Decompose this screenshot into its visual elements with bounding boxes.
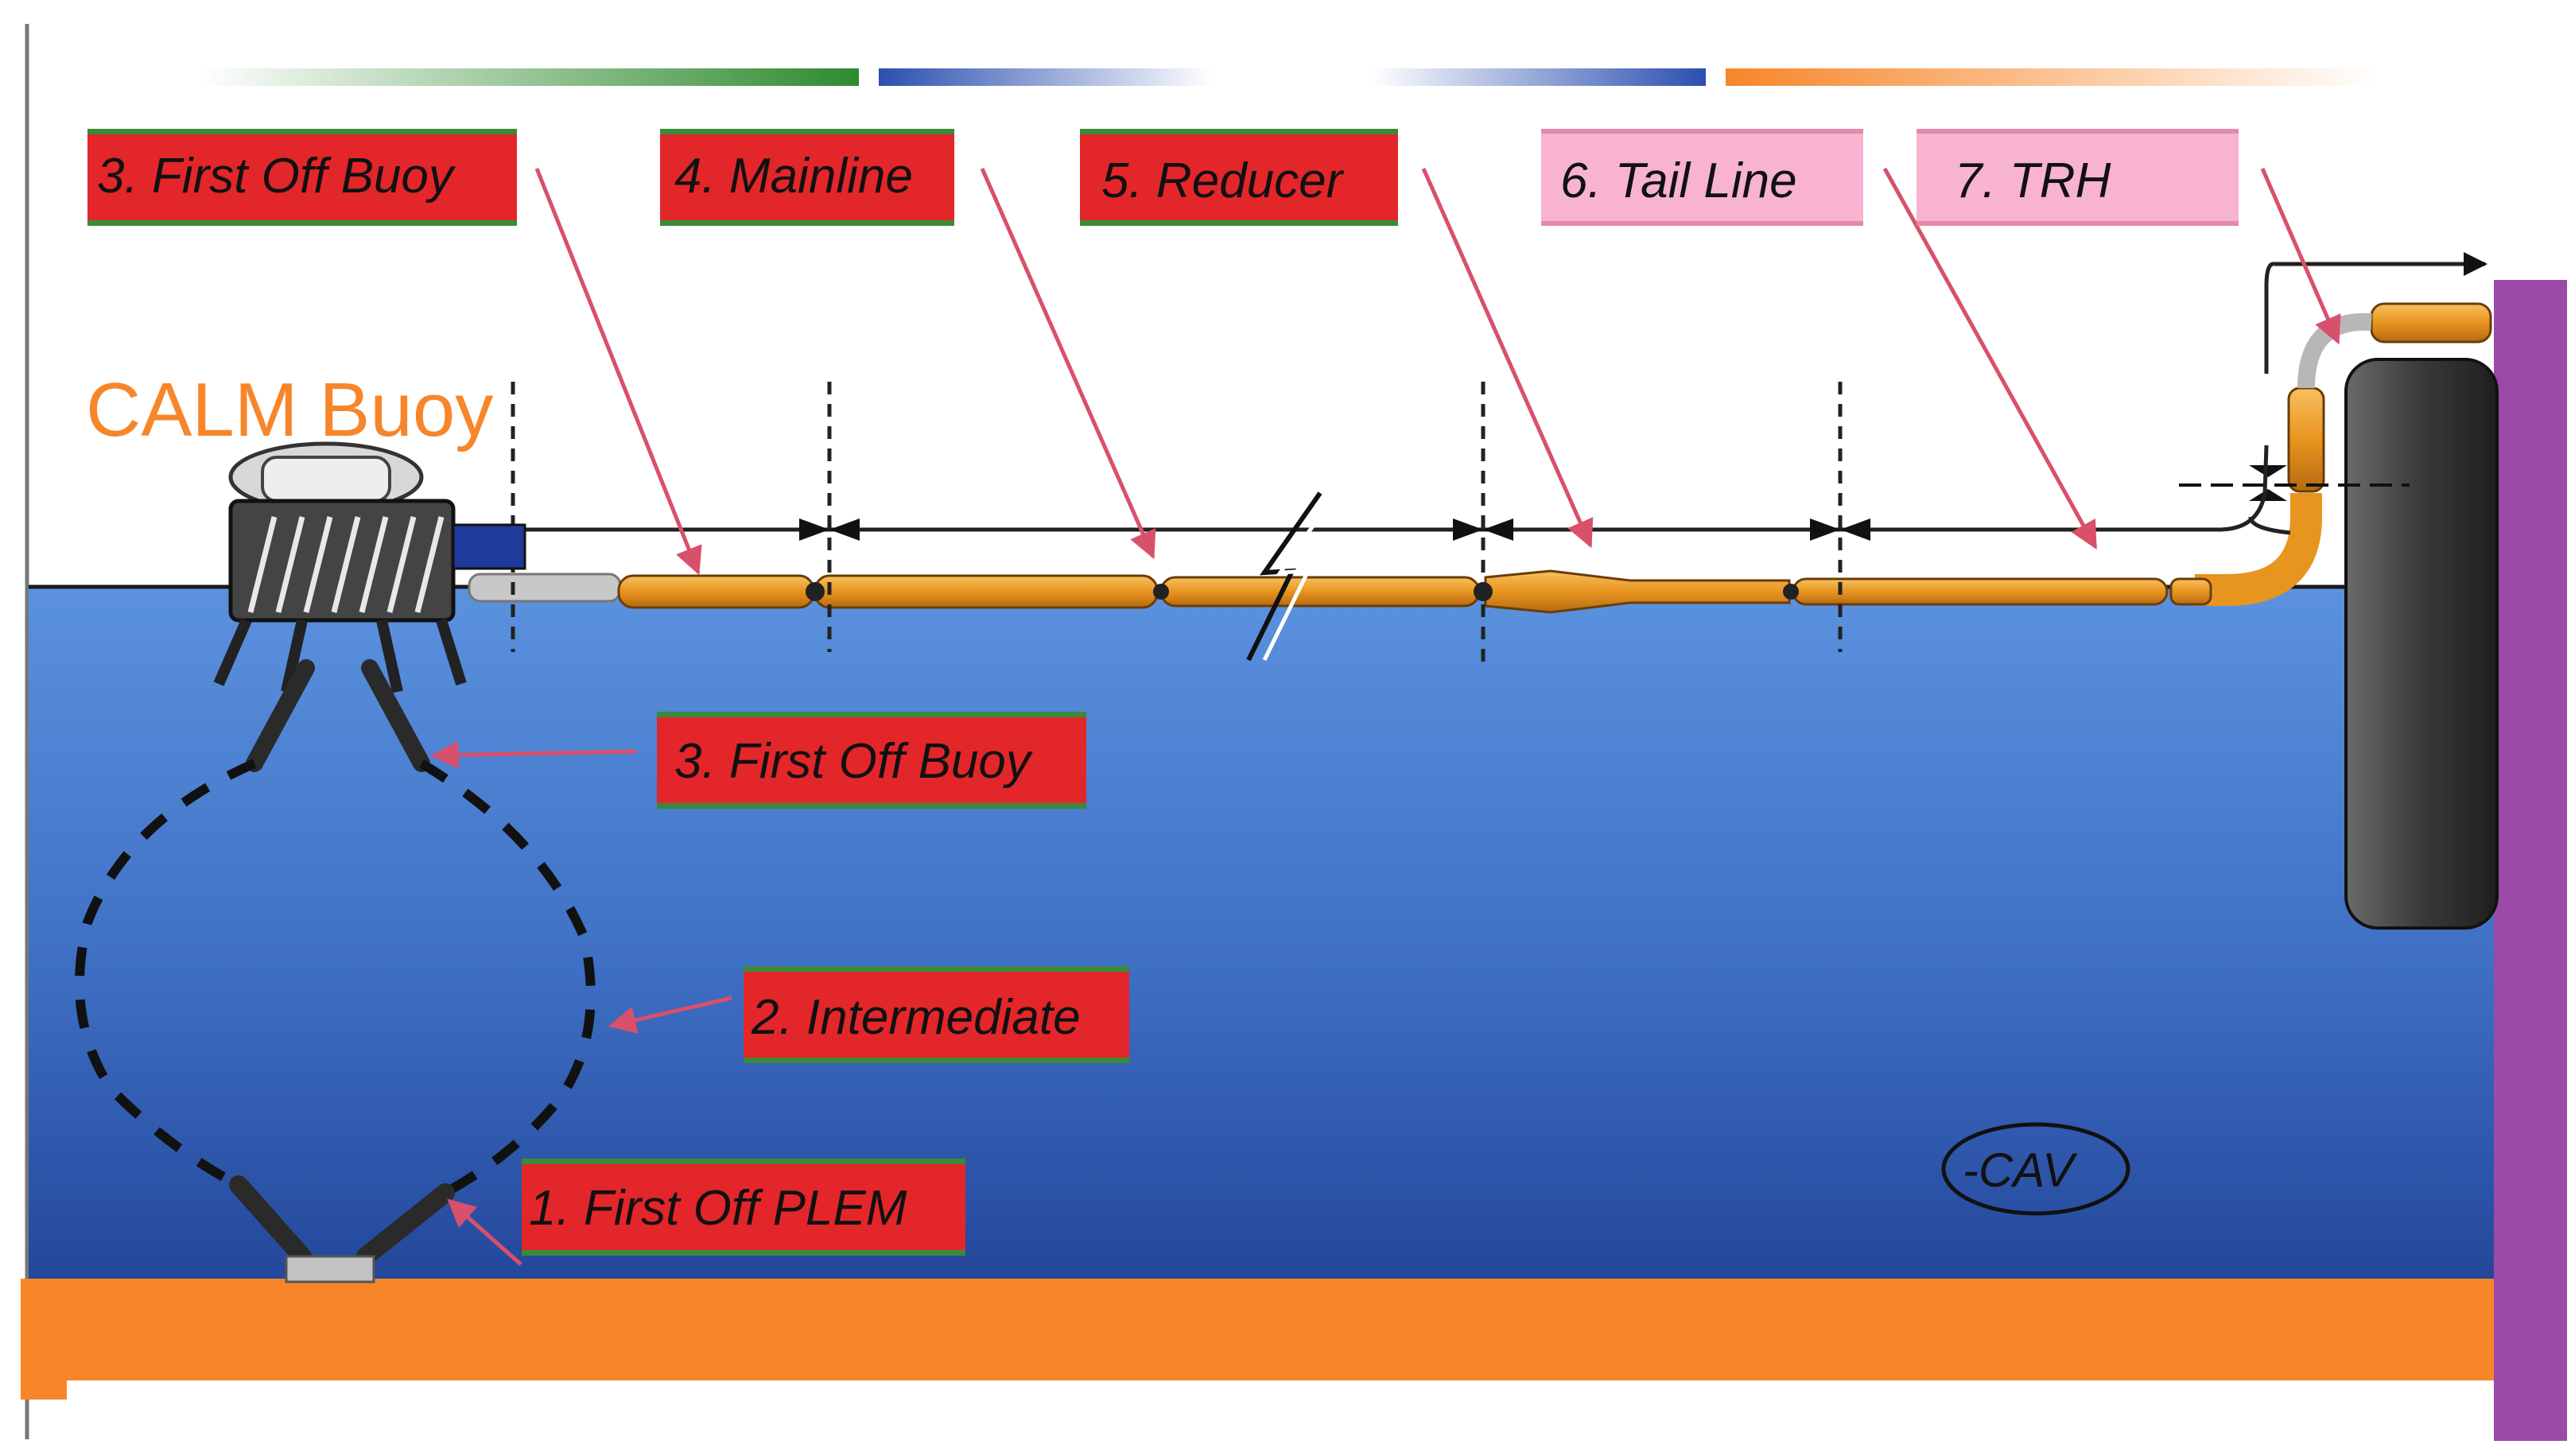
top-color-bars <box>199 68 2378 86</box>
label-mainline: 4. Mainline <box>660 129 954 226</box>
label-text-mainline: 4. Mainline <box>674 149 913 204</box>
label-text-first-off-buoy-top: 3. First Off Buoy <box>97 149 456 204</box>
label-text-tail-line: 6. Tail Line <box>1560 153 1797 208</box>
leader-first-off-buoy-sub <box>430 740 637 769</box>
cav-text: -CAV <box>1963 1143 2078 1197</box>
leader-tail-line <box>1882 167 2098 550</box>
valve-icon <box>2249 465 2287 501</box>
valve-icon <box>799 518 860 541</box>
valve-icon <box>1453 518 1513 541</box>
messenger-line <box>505 445 2269 532</box>
top-bar-orange <box>1726 68 2378 86</box>
label-text-trh: 7. TRH <box>1955 153 2111 208</box>
label-text-first-off-plem: 1. First Off PLEM <box>529 1181 907 1236</box>
label-reducer: 5. Reducer <box>1080 129 1398 226</box>
top-bar-blue-right <box>1372 68 1706 86</box>
leader-first-off-plem <box>447 1198 522 1266</box>
break-marker-icon <box>1246 491 1338 662</box>
leader-mainline <box>980 167 1156 560</box>
leader-intermediate <box>608 996 732 1034</box>
cav-marker: -CAV <box>1941 1122 2130 1216</box>
plem-base <box>285 1255 375 1283</box>
seabed-band-tab <box>21 1380 67 1400</box>
leader-first-off-buoy-top <box>534 168 702 576</box>
section-markers <box>511 382 1870 668</box>
top-bar-green <box>199 68 859 86</box>
hose-segment-tail-line <box>1792 577 2169 606</box>
label-first-off-plem: 1. First Off PLEM <box>522 1159 965 1256</box>
valve-icon <box>1810 518 1870 541</box>
hose-segment-mainline-2 <box>1159 576 1481 608</box>
label-intermediate: 2. Intermediate <box>744 966 1129 1063</box>
seabed-band <box>21 1279 2494 1380</box>
hose-segment-mainline-1 <box>814 574 1159 609</box>
leader-trh <box>2260 168 2341 345</box>
floating-hose-string <box>468 569 2212 614</box>
leader-arrows <box>430 167 2341 1266</box>
label-text-reducer: 5. Reducer <box>1101 153 1345 208</box>
label-tail-line: 6. Tail Line <box>1541 129 1863 226</box>
label-first-off-buoy-sub: 3. First Off Buoy <box>657 712 1086 809</box>
calm-buoy-icon <box>213 441 526 693</box>
label-text-intermediate: 2. Intermediate <box>751 990 1081 1045</box>
hose-segment-reducer <box>1484 569 1791 614</box>
top-bar-blue-left <box>879 68 1213 86</box>
label-first-off-buoy-top: 3. First Off Buoy <box>87 129 517 226</box>
leader-reducer <box>1421 167 1594 549</box>
calm-buoy-title: CALM Buoy <box>86 367 493 452</box>
tanker-hull-icon <box>2344 358 2499 930</box>
trh-piping <box>2179 252 2492 606</box>
subsea-hose-string <box>75 659 596 1283</box>
hose-segment-first-off-buoy <box>617 574 815 609</box>
label-trh: 7. TRH <box>1917 129 2239 226</box>
label-text-first-off-buoy-sub: 3. First Off Buoy <box>674 734 1034 789</box>
vessel-edge <box>2494 280 2567 1441</box>
sea-water <box>29 587 2494 1280</box>
